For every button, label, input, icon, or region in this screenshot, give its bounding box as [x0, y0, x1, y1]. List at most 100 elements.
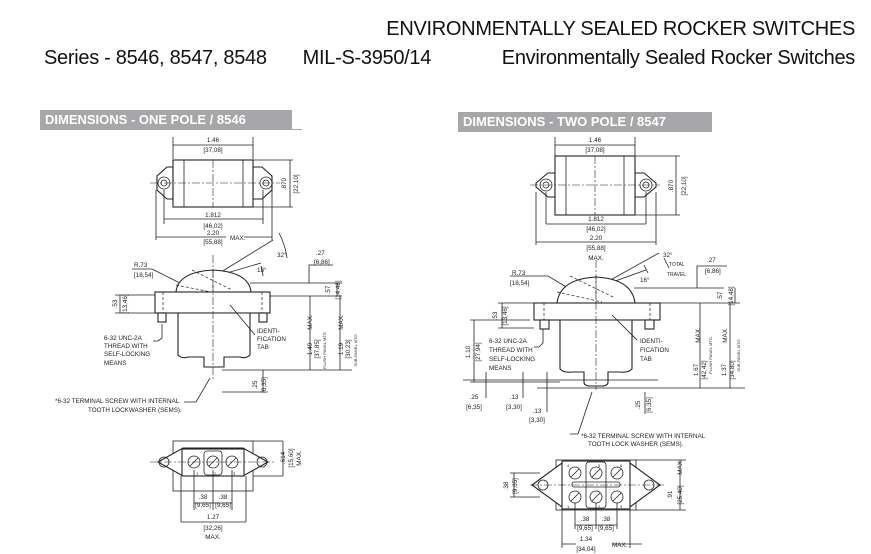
svg-text:FICATION: FICATION	[640, 347, 669, 354]
svg-text:[37,08]: [37,08]	[203, 147, 223, 154]
svg-text:1.19: 1.19	[338, 342, 345, 355]
svg-text:[6,86]: [6,86]	[314, 259, 330, 266]
two-pole-top-view: 1.46 [37,08] .870 [22,10] 1.812 [46,02] …	[530, 137, 688, 262]
svg-text:1.10: 1.10	[465, 345, 472, 358]
svg-text:32°: 32°	[277, 251, 287, 259]
svg-text:.25: .25	[470, 394, 479, 401]
svg-text:3: 3	[620, 504, 623, 509]
svg-text:[13,46]: [13,46]	[122, 294, 129, 314]
section-heading-one-pole: DIMENSIONS - ONE POLE / 8546	[40, 110, 292, 130]
svg-text:[6,35]: [6,35]	[646, 397, 653, 413]
svg-text:[9,65]: [9,65]	[195, 502, 211, 509]
svg-text:18°: 18°	[257, 266, 267, 274]
svg-text:[27,94]: [27,94]	[475, 342, 482, 362]
svg-text:1.67: 1.67	[693, 363, 700, 376]
svg-text:MAX.: MAX.	[338, 314, 345, 330]
svg-text:R.73: R.73	[512, 270, 526, 277]
svg-text:6-32 UNC-2A: 6-32 UNC-2A	[489, 338, 528, 345]
svg-text:[22,10]: [22,10]	[681, 176, 688, 196]
svg-text:[3,30]: [3,30]	[506, 404, 522, 411]
svg-text:32°: 32°	[663, 251, 673, 259]
svg-text:MAX.: MAX.	[722, 327, 729, 343]
two-pole-side-view: 32° TOTAL TRAVEL 16° R.73 [18,54] .27 [6…	[463, 251, 745, 448]
svg-text:[46,02]: [46,02]	[203, 223, 223, 230]
svg-text:[55,88]: [55,88]	[586, 245, 606, 252]
svg-text:2: 2	[598, 504, 601, 509]
page-title: ENVIRONMENTALLY SEALED ROCKER SWITCHES	[386, 18, 855, 40]
svg-text:[25,40]: [25,40]	[677, 485, 684, 505]
svg-text:SUB-PANEL MTG.: SUB-PANEL MTG.	[736, 338, 741, 371]
svg-text:[30,23]: [30,23]	[345, 339, 352, 359]
svg-text:6: 6	[620, 463, 623, 468]
svg-text:[6,35]: [6,35]	[261, 377, 268, 393]
svg-text:1.812: 1.812	[588, 216, 604, 223]
svg-text:.25: .25	[635, 400, 642, 409]
svg-text:R.73: R.73	[134, 262, 148, 269]
svg-text:1.46: 1.46	[589, 137, 602, 144]
svg-text:FICATION: FICATION	[257, 336, 286, 343]
two-pole-bottom-view: 1 2 3 4 5 6 .38 [9,65] .91 [25,40] MAX. …	[503, 459, 686, 553]
svg-text:[37,85]: [37,85]	[314, 339, 321, 359]
svg-text:3: 3	[233, 471, 236, 476]
svg-text:[14,48]: [14,48]	[335, 280, 342, 300]
svg-text:[13,46]: [13,46]	[502, 306, 509, 326]
svg-text:SELF-LOCKING: SELF-LOCKING	[489, 356, 535, 363]
svg-text:5: 5	[598, 463, 601, 468]
svg-text:.614: .614	[280, 451, 287, 464]
svg-text:MAX.: MAX.	[296, 450, 303, 466]
svg-text:[55,88]: [55,88]	[203, 239, 223, 246]
svg-text:FLUSH PANEL MTG.: FLUSH PANEL MTG.	[708, 336, 713, 374]
svg-text:MAX.: MAX.	[677, 459, 684, 475]
svg-text:IDENTI-: IDENTI-	[640, 338, 663, 345]
svg-text:MAX.: MAX.	[307, 314, 314, 330]
svg-text:.870: .870	[668, 179, 675, 192]
one-pole-bottom-view: 1 2 3 .614 [15,60] MAX. .38 [9,65] .38 […	[150, 440, 303, 541]
svg-text:.38: .38	[503, 481, 510, 490]
svg-text:16°: 16°	[640, 276, 650, 284]
svg-text:TAB: TAB	[257, 344, 269, 351]
svg-text:[42,42]: [42,42]	[701, 360, 708, 380]
svg-text:[6,35]: [6,35]	[466, 404, 482, 411]
svg-text:TOOTH LOCKWASHER (SEMS).: TOOTH LOCKWASHER (SEMS).	[88, 407, 182, 414]
svg-text:1.37: 1.37	[721, 363, 728, 376]
svg-text:.57: .57	[325, 285, 332, 294]
svg-text:.91: .91	[667, 490, 674, 499]
svg-text:.53: .53	[492, 311, 499, 320]
svg-text:.25: .25	[252, 380, 259, 389]
svg-text:[9,65]: [9,65]	[512, 478, 519, 494]
page-subtitle: Series - 8546, 8547, 8548 MIL-S-3950/14 …	[44, 47, 855, 70]
svg-text:.38: .38	[219, 494, 228, 501]
svg-text:4: 4	[567, 463, 570, 468]
svg-text:[34,80]: [34,80]	[729, 360, 736, 380]
svg-text:THREAD WITH: THREAD WITH	[489, 347, 533, 354]
svg-text:.13: .13	[510, 394, 519, 401]
svg-text:.27: .27	[707, 257, 716, 264]
svg-text:[15,60]: [15,60]	[288, 448, 295, 468]
svg-text:*6-32 TERMINAL SCREW WITH INTE: *6-32 TERMINAL SCREW WITH INTERNAL	[581, 433, 706, 440]
spec-label: MIL-S-3950/14	[302, 47, 432, 69]
svg-text:.38: .38	[581, 516, 590, 523]
svg-text:MAX.: MAX.	[612, 542, 628, 549]
svg-text:.870: .870	[281, 177, 288, 190]
svg-text:1.812: 1.812	[205, 212, 221, 219]
svg-text:1.34: 1.34	[580, 536, 593, 543]
svg-text:[18,54]: [18,54]	[510, 280, 530, 287]
svg-text:2: 2	[214, 471, 217, 476]
section-heading-two-pole: DIMENSIONS - TWO POLE / 8547	[458, 112, 712, 132]
svg-text:[9,65]: [9,65]	[215, 502, 231, 509]
one-pole-top-view: 1.46 [37,08] .870 [22,10] 1.812 [46,02] …	[150, 137, 300, 246]
svg-text:.53: .53	[112, 299, 119, 308]
svg-text:.13: .13	[533, 408, 542, 415]
svg-text:MEANS: MEANS	[104, 360, 126, 367]
svg-text:TRAVEL: TRAVEL	[667, 272, 686, 278]
svg-text:*6-32 TERMINAL SCREW WITH INTE: *6-32 TERMINAL SCREW WITH INTERNAL	[55, 398, 180, 405]
svg-text:[18,54]: [18,54]	[134, 272, 154, 279]
svg-text:.27: .27	[316, 250, 325, 257]
svg-text:THREAD WITH: THREAD WITH	[104, 343, 148, 350]
svg-text:1.27: 1.27	[207, 514, 220, 521]
svg-text:MAX.: MAX.	[230, 235, 246, 242]
svg-text:1.46: 1.46	[207, 137, 220, 144]
svg-text:[3,30]: [3,30]	[529, 417, 545, 424]
svg-text:1.49: 1.49	[307, 342, 314, 355]
